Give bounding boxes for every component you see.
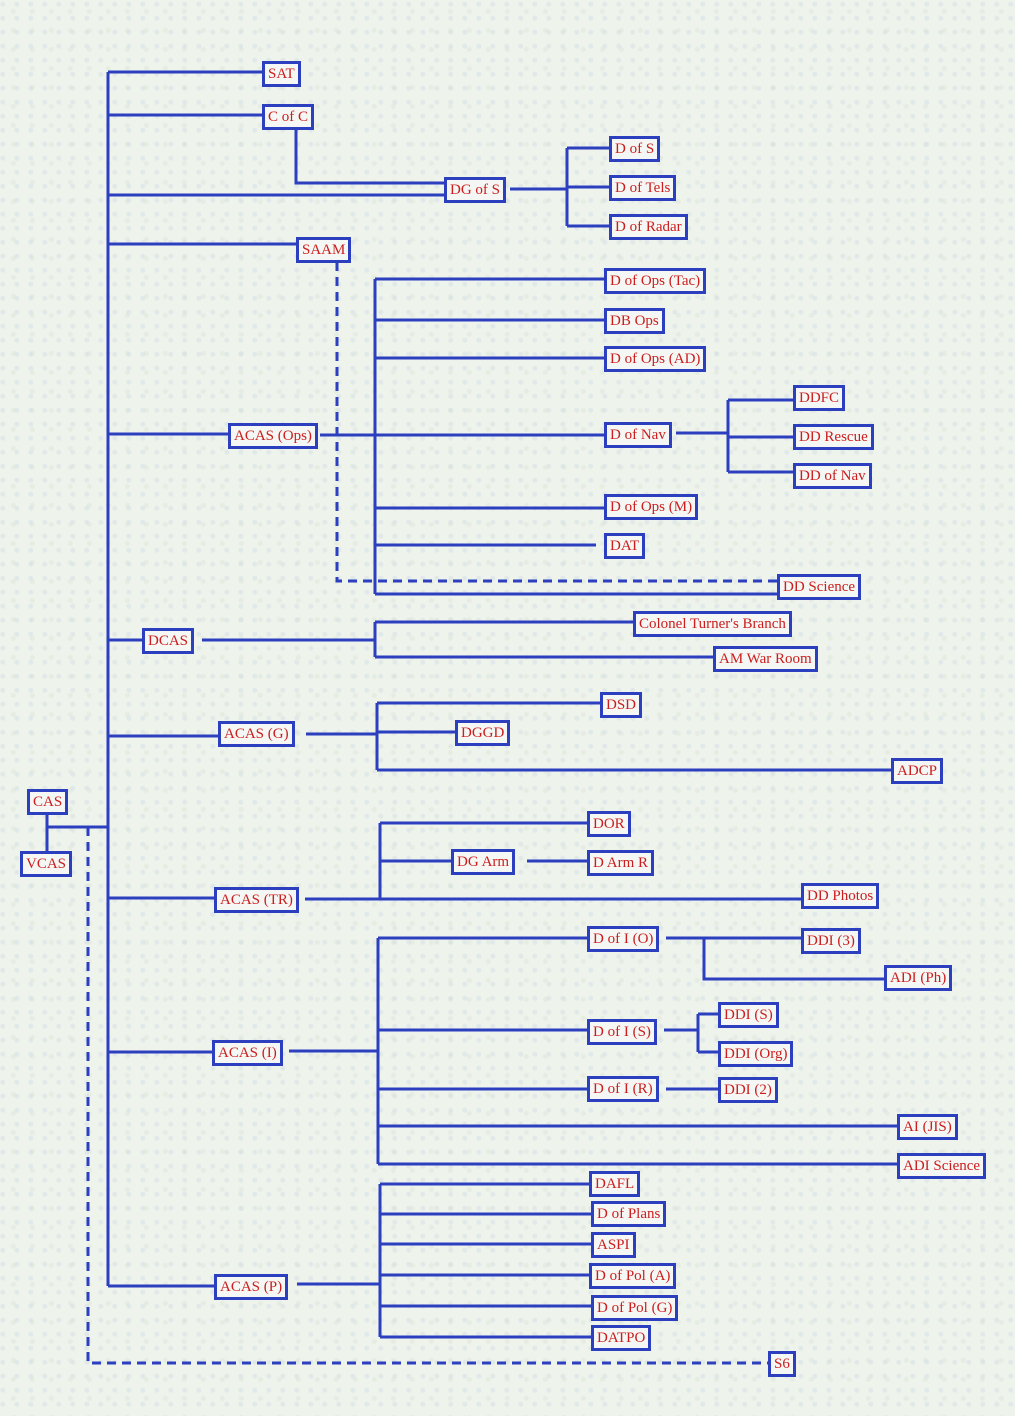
node-ddi-3: DDI (3)	[801, 928, 861, 954]
node-db-ops: DB Ops	[604, 308, 665, 334]
node-acas-g: ACAS (G)	[218, 721, 295, 747]
node-aspi: ASPI	[591, 1232, 636, 1258]
node-dd-rescue: DD Rescue	[793, 424, 874, 450]
node-vcas: VCAS	[20, 851, 73, 877]
node-colonel-turners-branch: Colonel Turner's Branch	[633, 611, 792, 637]
node-c-of-c: C of C	[262, 104, 315, 130]
connector-d-of-i-o-branch	[378, 936, 884, 981]
connector-ai-jis	[378, 1124, 897, 1166]
node-ddi-2: DDI (2)	[718, 1077, 778, 1103]
node-dd-photos: DD Photos	[801, 883, 880, 909]
node-dg-arm: DG Arm	[451, 849, 516, 875]
node-ddi-org: DDI (Org)	[718, 1041, 794, 1067]
node-s6: S6	[768, 1351, 796, 1377]
connector-acas-tr	[108, 821, 801, 901]
connector-d-of-nav-children	[676, 398, 793, 474]
node-d-of-ops-ad: D of Ops (AD)	[604, 346, 707, 372]
node-d-of-tels: D of Tels	[609, 175, 677, 201]
connector-saam-dd-science-dashed	[335, 262, 777, 583]
node-ddfc: DDFC	[793, 385, 846, 411]
node-dcas: DCAS	[142, 628, 195, 654]
connector-acas-p-children	[380, 1182, 591, 1339]
node-ai-jis: AI (JIS)	[897, 1114, 958, 1140]
node-acas-i: ACAS (I)	[212, 1040, 283, 1066]
connector-acas-ops-children	[373, 277, 777, 596]
node-datpo: DATPO	[591, 1325, 652, 1351]
node-dd-science: DD Science	[777, 574, 862, 600]
node-adcp: ADCP	[891, 758, 944, 784]
node-adi-ph: ADI (Ph)	[884, 965, 953, 991]
node-dg-of-s: DG of S	[444, 177, 507, 203]
node-d-of-nav: D of Nav	[604, 422, 672, 448]
connector-d-of-i-s-branch	[378, 1012, 718, 1054]
connector-acas-p	[108, 1184, 382, 1337]
node-d-of-pol-g: D of Pol (G)	[591, 1295, 679, 1321]
node-d-arm-r: D Arm R	[587, 850, 655, 876]
node-acas-ops: ACAS (Ops)	[228, 423, 318, 449]
node-d-of-pol-a: D of Pol (A)	[589, 1263, 677, 1289]
node-adi-science: ADI Science	[897, 1153, 987, 1179]
node-acas-tr: ACAS (TR)	[214, 887, 299, 913]
node-d-of-i-s: D of I (S)	[587, 1019, 657, 1045]
connector-acas-g	[108, 701, 891, 772]
node-d-of-i-o: D of I (O)	[587, 926, 660, 952]
node-dafl: DAFL	[589, 1171, 641, 1197]
connector-dg-of-s-children	[510, 146, 609, 228]
node-d-of-ops-m: D of Ops (M)	[604, 494, 699, 520]
node-am-war-room: AM War Room	[713, 646, 818, 672]
node-saam: SAAM	[296, 237, 352, 263]
node-dggd: DGGD	[455, 720, 511, 746]
node-dat: DAT	[604, 533, 646, 559]
node-acas-p: ACAS (P)	[214, 1274, 289, 1300]
node-sat: SAT	[262, 61, 301, 87]
node-d-of-plans: D of Plans	[591, 1201, 667, 1227]
node-d-of-i-r: D of I (R)	[587, 1076, 659, 1102]
node-ddi-s: DDI (S)	[718, 1002, 779, 1028]
node-dsd: DSD	[600, 692, 643, 718]
connector-cas-vcas	[45, 812, 108, 852]
node-d-of-s: D of S	[609, 136, 661, 162]
node-dd-of-nav: DD of Nav	[793, 463, 872, 489]
node-d-of-radar: D of Radar	[609, 214, 688, 240]
connector-acas-ops	[108, 432, 604, 437]
node-dor: DOR	[587, 811, 631, 837]
connector-c-of-c-dg-of-s	[294, 126, 444, 185]
connector-dcas	[108, 620, 713, 659]
node-cas: CAS	[27, 789, 69, 815]
node-d-of-ops-tac: D of Ops (Tac)	[604, 268, 707, 294]
